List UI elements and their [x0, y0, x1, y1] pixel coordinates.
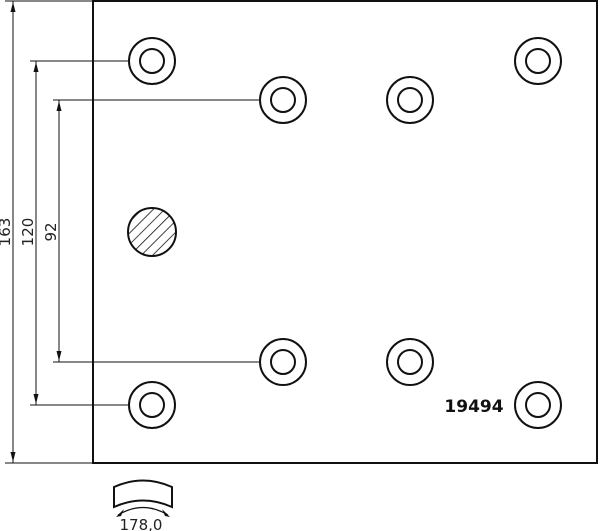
- rivet-hole: [128, 37, 176, 85]
- rivet-hole: [386, 338, 434, 386]
- arc-length-label: 178,0: [120, 516, 163, 531]
- rivet-hole: [514, 381, 562, 429]
- arrow-right-icon: [162, 509, 170, 517]
- arrow-down-icon: [10, 452, 16, 462]
- rivet-hole-inner-ring: [139, 48, 165, 74]
- rivet-hole-inner-ring: [270, 349, 296, 375]
- rivet-hole-inner-ring: [525, 392, 551, 418]
- rivet-hole-inner-ring: [525, 48, 551, 74]
- arrow-down-icon: [33, 394, 39, 404]
- hatched-marker-circle: [127, 207, 177, 257]
- rivet-hole-outer-ring: [259, 338, 307, 386]
- rivet-holes: [128, 37, 562, 429]
- rivet-hole: [259, 338, 307, 386]
- arrow-up-icon: [10, 2, 16, 12]
- rivet-hole: [386, 76, 434, 124]
- rivet-hole-inner-ring: [397, 349, 423, 375]
- arc-length-symbol: 178,0: [113, 479, 173, 531]
- rivet-hole: [128, 381, 176, 429]
- rivet-hole-outer-ring: [386, 338, 434, 386]
- dimension-120: 120: [19, 60, 128, 406]
- dimension-92: 92: [42, 99, 259, 363]
- rivet-hole-outer-ring: [386, 76, 434, 124]
- lining-plate-outline: [92, 0, 598, 464]
- rivet-hole-outer-ring: [514, 37, 562, 85]
- dimension-163: 163: [0, 0, 93, 464]
- rivet-hole-inner-ring: [270, 87, 296, 113]
- rivet-hole-outer-ring: [128, 381, 176, 429]
- rivet-hole: [259, 76, 307, 124]
- curved-lining-icon: [113, 479, 173, 509]
- dimension-label-163: 163: [0, 218, 14, 247]
- rivet-hole-inner-ring: [139, 392, 165, 418]
- arrow-up-icon: [33, 62, 39, 72]
- rivet-hole-outer-ring: [259, 76, 307, 124]
- rivet-hole-inner-ring: [397, 87, 423, 113]
- rivet-hole: [514, 37, 562, 85]
- arrow-down-icon: [56, 351, 62, 361]
- arrow-left-icon: [116, 509, 124, 517]
- rivet-hole-outer-ring: [128, 37, 176, 85]
- rivet-hole-outer-ring: [514, 381, 562, 429]
- dimension-label-92: 92: [42, 222, 60, 241]
- part-number-label: 19494: [444, 397, 503, 417]
- arrow-up-icon: [56, 101, 62, 111]
- dimension-label-120: 120: [19, 218, 37, 247]
